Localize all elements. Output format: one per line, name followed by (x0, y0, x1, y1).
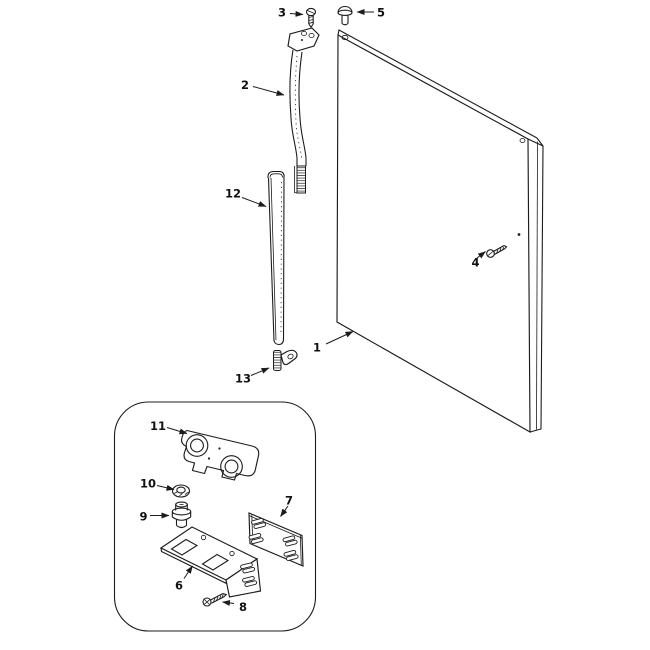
leader-11 (166, 427, 188, 435)
callouts: 3 5 2 12 13 1 4 11 10 9 7 6 8 (139, 6, 479, 615)
leader-8 (222, 599, 235, 606)
leader-13 (250, 367, 270, 376)
leader-3 (289, 10, 304, 17)
washer-10 (171, 484, 191, 498)
callout-7: 7 (285, 494, 293, 508)
callout-3: 3 (278, 6, 286, 20)
door-panel (336, 29, 544, 433)
leader-2 (252, 86, 285, 96)
callout-1: 1 (313, 341, 321, 355)
hinge-plate-11 (180, 429, 260, 481)
callout-8: 8 (239, 600, 247, 614)
bracket-lower-hatch (296, 165, 306, 194)
callout-9: 9 (139, 510, 147, 524)
door-top-hole (341, 34, 349, 41)
inset-detail-bubble (113, 401, 317, 632)
clip-13 (273, 349, 298, 371)
screw-4 (486, 245, 508, 258)
leader-7 (280, 505, 289, 517)
callout-12: 12 (225, 187, 241, 201)
door-trim-strip-12 (267, 170, 285, 346)
bushing-9 (171, 501, 192, 529)
leader-arrows (150, 9, 486, 606)
leader-4 (476, 251, 486, 259)
callout-10: 10 (140, 477, 156, 491)
callout-4: 4 (471, 256, 479, 270)
leader-10 (156, 484, 175, 491)
callout-6: 6 (175, 579, 183, 593)
leader-1 (325, 331, 354, 345)
hinge-plate-6 (159, 526, 262, 598)
callout-5: 5 (377, 6, 385, 20)
screw-8 (202, 592, 228, 607)
callout-2: 2 (241, 78, 249, 92)
screw-3 (305, 7, 317, 29)
top-hinge-bracket (287, 27, 320, 194)
door-screw-hole-dot (517, 233, 521, 236)
door-front-face (336, 34, 531, 433)
callout-13: 13 (235, 372, 251, 386)
plug-button-5 (337, 5, 353, 26)
door-corner-hole (519, 138, 526, 143)
louver-plate-7 (248, 512, 304, 567)
callout-11: 11 (150, 419, 166, 433)
leader-12 (241, 197, 267, 207)
leader-6 (183, 565, 193, 579)
